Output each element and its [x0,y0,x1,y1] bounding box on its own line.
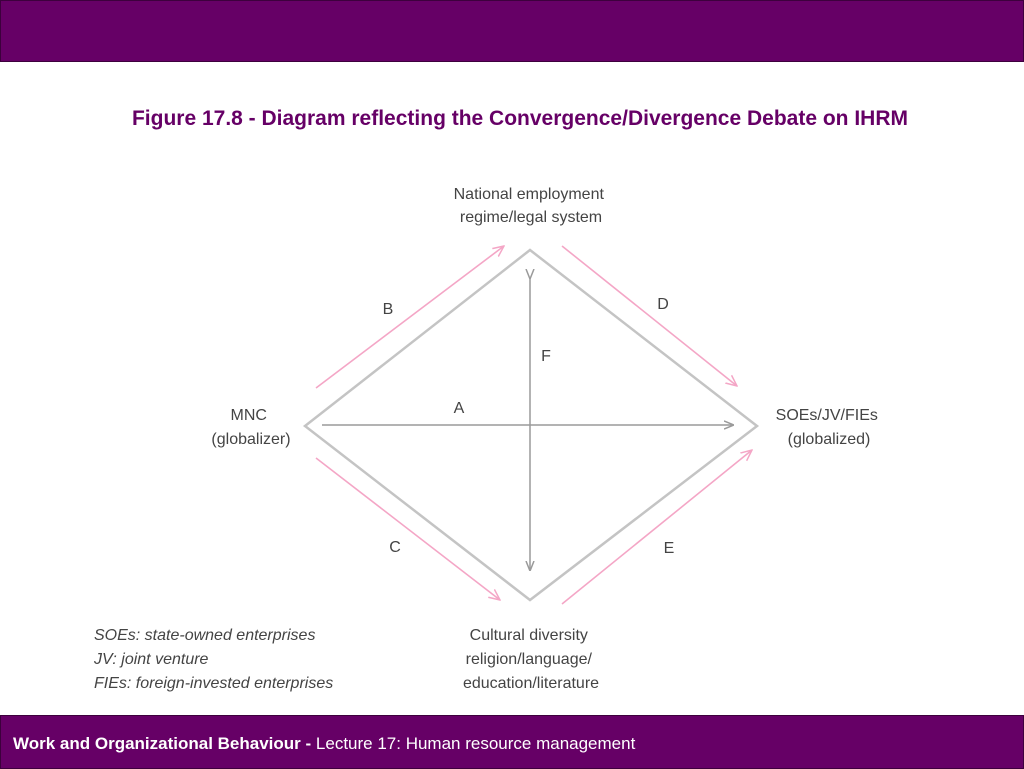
arrow-b [315,246,504,389]
arrow-e [561,450,752,605]
abbreviation-legend: SOEs: state-owned enterprises JV: joint … [93,627,333,692]
node-national-employment: National employment regime/legal system [454,186,609,226]
footer-lecture-title: Lecture 17: Human resource management [315,734,636,753]
edge-label-b: B [383,301,394,318]
arrow-c [315,457,500,600]
diamond-frame [302,248,760,602]
slide-title: Figure 17.8 - Diagram reflecting the Con… [131,107,909,130]
header-bar [0,0,1024,62]
node-mnc: MNC (globalizer) [211,407,290,448]
footer-text: Work and Organizational Behaviour - Lect… [13,734,635,754]
node-soes-jv-fies: SOEs/JV/FIEs (globalized) [776,407,883,448]
footer-course-title: Work and Organizational Behaviour - [13,734,316,753]
node-cultural-diversity: Cultural diversity religion/language/ ed… [463,627,599,692]
edge-label-a: A [454,400,465,417]
edge-label-c: C [389,539,401,556]
edge-label-d: D [657,296,669,313]
edge-label-f: F [541,348,551,365]
edge-label-e: E [664,540,675,557]
footer-bar: Work and Organizational Behaviour - Lect… [0,715,1024,769]
arrow-d [561,245,737,386]
